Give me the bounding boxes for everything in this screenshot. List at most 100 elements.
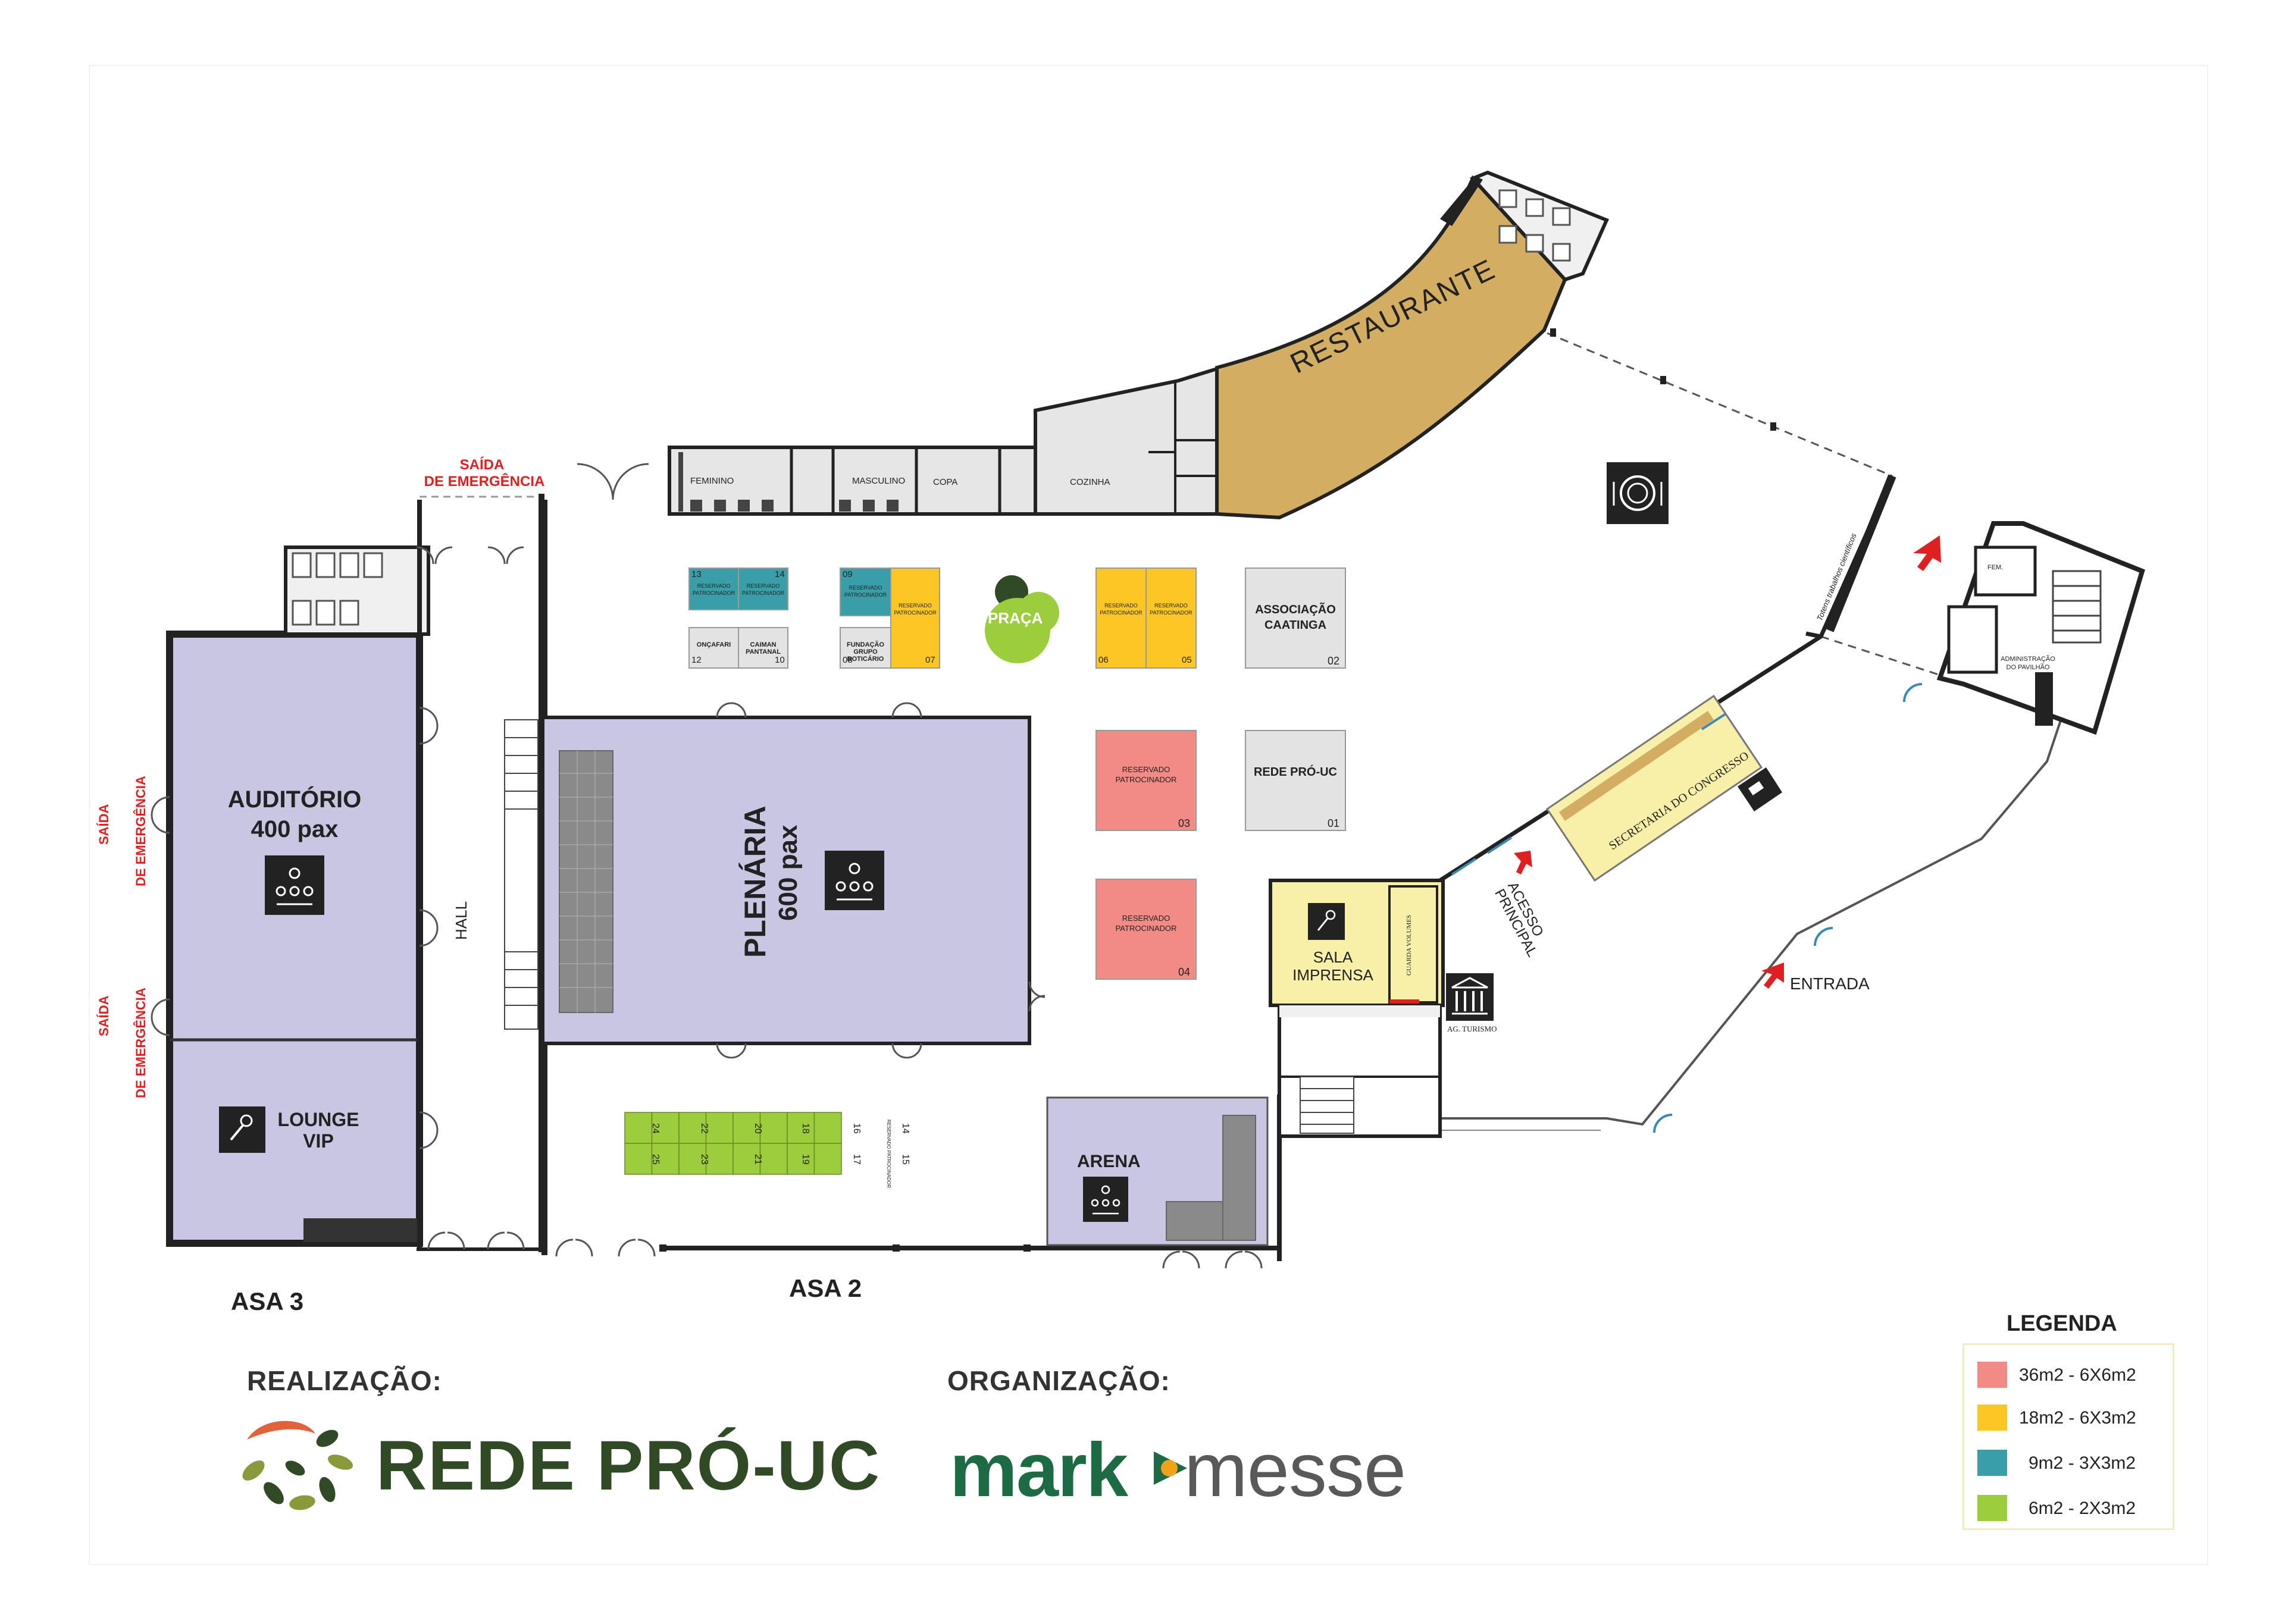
green-booth-cell[interactable] [733, 1143, 761, 1175]
legend-item: 36m2 - 6X6m2 [1977, 1357, 2168, 1393]
green-booth-cell[interactable] [733, 1112, 761, 1144]
green-booth-cell[interactable] [787, 1143, 815, 1175]
lounge-stage [303, 1218, 420, 1242]
plenaria-room[interactable] [541, 716, 1031, 1045]
administracao-line2: DO PAVILHÃO [2006, 664, 2050, 671]
booth-number-07: 07 [925, 655, 935, 665]
booth-label-04: RESERVADO PATROCINADOR [1115, 914, 1177, 933]
auditorio-audience-icon [265, 855, 324, 915]
legend-swatch-36m2 [1977, 1362, 2007, 1388]
entrada-arrow-icon [1761, 963, 1784, 989]
rede-pro-uc-logo-icon [242, 1421, 353, 1510]
restaurante-dish-icon [1607, 462, 1669, 524]
green-booth-cell[interactable] [759, 1112, 788, 1144]
realizacao-label: REALIZAÇÃO: [247, 1365, 442, 1396]
entrance-stairs [1300, 1076, 1354, 1134]
booth-03[interactable] [1095, 730, 1197, 831]
saida-left2-line2: DE EMERGÊNCIA [133, 987, 148, 1098]
arena-label: ARENA [1077, 1152, 1141, 1171]
copa-label: COPA [933, 477, 958, 487]
guarda-volumes-room[interactable] [1388, 885, 1438, 1004]
saida-left1-line1: SAÍDA [96, 804, 111, 845]
auditorio-capacity: 400 pax [251, 816, 339, 842]
green-booth-number-16: 16 [852, 1123, 862, 1134]
asa2-label: ASA 2 [789, 1274, 862, 1302]
cozinha-label: COZINHA [1070, 477, 1110, 487]
page-frame [89, 65, 2208, 1565]
green-booth-cell[interactable] [705, 1112, 734, 1144]
booth-05[interactable] [1145, 568, 1197, 669]
green-booth-number-24: 24 [650, 1123, 661, 1134]
legend-box: 36m2 - 6X6m2 18m2 - 6X3m2 9m2 - 3X3m2 6m… [1962, 1343, 2174, 1530]
booth-09[interactable] [840, 568, 891, 616]
green-booth-number-21: 21 [753, 1154, 763, 1165]
green-booth-number-17: 17 [852, 1154, 862, 1165]
secretaria-room[interactable] [1545, 694, 1763, 882]
booth-number-08: 08 [843, 655, 853, 665]
booth-number-04: 04 [1178, 966, 1191, 978]
green-booth-number-14: 14 [900, 1123, 910, 1134]
green-booth-number-18: 18 [800, 1123, 810, 1134]
booth-number-10: 10 [775, 655, 785, 665]
booth-12[interactable] [688, 627, 739, 669]
praca-area[interactable] [985, 575, 1059, 663]
green-booth-cell[interactable] [678, 1143, 707, 1175]
booth-number-13: 13 [691, 569, 702, 579]
toilet-fixtures-asa3 [292, 552, 383, 626]
plenaria-audience-icon [825, 851, 884, 910]
feminino-label: FEMININO [690, 476, 734, 486]
booth-04[interactable] [1095, 879, 1197, 980]
green-booth-cell[interactable] [651, 1143, 680, 1175]
green-booth-number-22: 22 [699, 1123, 709, 1134]
auditorio-title: AUDITÓRIO [227, 786, 362, 813]
booth-13[interactable] [688, 568, 739, 610]
administracao-line1: ADMINISTRAÇÃO [2001, 656, 2055, 663]
booth-number-03: 03 [1178, 817, 1191, 829]
markmesse-logo-mark: mark [950, 1428, 1128, 1513]
booth-07[interactable] [890, 568, 940, 669]
plenaria-title: PLENÁRIA [738, 805, 772, 958]
saida-left1-line2: DE EMERGÊNCIA [133, 776, 148, 886]
booth-14[interactable] [738, 568, 788, 610]
imprensa-microphone-icon [1308, 903, 1345, 940]
legend-label: 36m2 - 6X6m2 [2019, 1365, 2136, 1385]
stairs-plenaria [504, 719, 539, 1030]
green-booth-cell[interactable] [813, 1112, 842, 1144]
guarda-volumes-counter [1389, 999, 1419, 1004]
outer-facade [1440, 636, 2090, 1126]
booth-10[interactable] [738, 627, 788, 669]
legend-swatch-6m2 [1977, 1495, 2007, 1521]
green-booth-cell[interactable] [624, 1143, 653, 1175]
green-booth-cell[interactable] [813, 1143, 842, 1175]
booth-number-02: 02 [1328, 655, 1340, 667]
saida-top-line2: DE EMERGÊNCIA [424, 474, 545, 490]
booth-number-09: 09 [843, 569, 853, 579]
booth-number-12: 12 [691, 655, 702, 665]
secretaria-counter [1559, 711, 1714, 821]
legend-swatch-9m2 [1977, 1450, 2007, 1476]
booth-02[interactable] [1245, 568, 1346, 669]
green-booth-cell[interactable] [678, 1112, 707, 1144]
green-booth-number-19: 19 [800, 1154, 810, 1165]
lounge-subtitle: VIP [303, 1130, 334, 1152]
booth-01[interactable] [1245, 730, 1346, 831]
restaurante-room[interactable] [1215, 175, 1567, 520]
saida-emergencia-left-1 [71, 666, 190, 773]
green-booth-cell[interactable] [624, 1112, 653, 1144]
booth-label-13: RESERVADO PATROCINADOR [692, 582, 735, 596]
green-booth-cell[interactable] [705, 1143, 734, 1175]
saida-emergencia-top: SAÍDA [452, 457, 512, 474]
green-booth-grid [624, 1112, 842, 1175]
rede-pro-uc-logo-text: REDE PRÓ-UC [376, 1427, 881, 1505]
hall-label: HALL [452, 901, 470, 940]
green-booth-number-23: 23 [699, 1154, 709, 1165]
admin-wc [1947, 545, 2037, 674]
green-booth-cell[interactable] [759, 1143, 788, 1175]
saida-top-line1: SAÍDA [459, 457, 505, 473]
organizacao-label: ORGANIZAÇÃO: [947, 1365, 1170, 1396]
sala-imprensa-subtitle: IMPRENSA [1292, 966, 1373, 984]
wall-cap [1805, 631, 1821, 639]
booth-label-06: RESERVADO PATROCINADOR [1100, 603, 1142, 616]
booth-06[interactable] [1095, 568, 1147, 669]
